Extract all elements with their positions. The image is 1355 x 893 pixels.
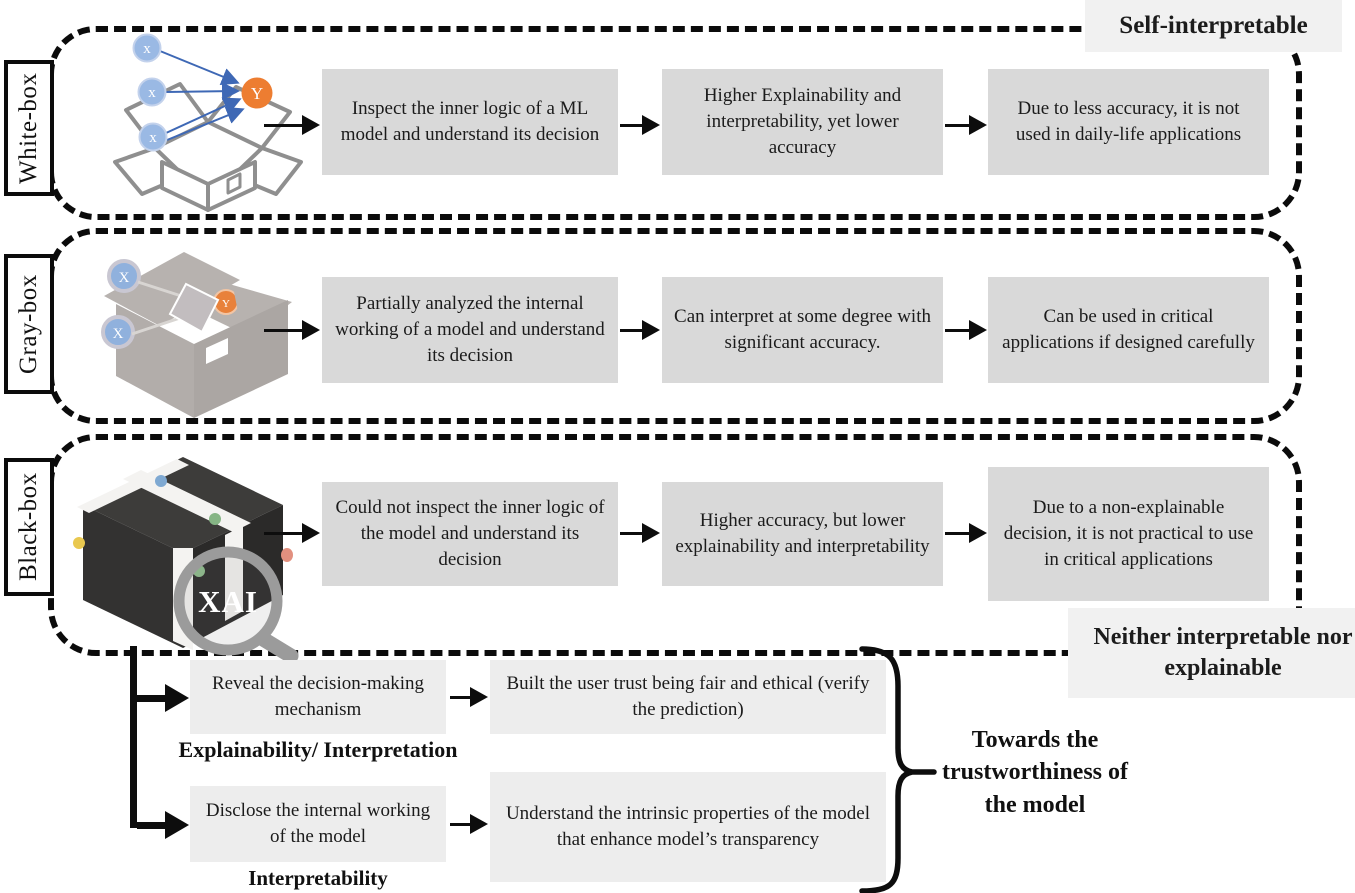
flow-label-interpretability: Interpretability	[248, 866, 388, 890]
flow-arrow	[264, 521, 320, 545]
arrow-head	[642, 115, 660, 135]
gray-box-label-patch	[206, 338, 228, 364]
arrow-line	[945, 328, 973, 332]
input-node-label: x	[149, 130, 157, 146]
step-box: Could not inspect the inner logic of the…	[322, 482, 618, 586]
step-box: Can interpret at some degree with signif…	[662, 277, 943, 383]
arrow-line	[264, 328, 306, 332]
arrow-head	[165, 811, 189, 839]
flow-arrow	[264, 113, 320, 137]
xai-label: XAI	[198, 584, 258, 619]
flow-arrow	[945, 113, 987, 137]
magnifier-icon: XAI	[173, 546, 299, 664]
arrow-head	[969, 523, 987, 543]
branch-arrow	[137, 684, 189, 712]
output-node-label: Y	[222, 298, 230, 310]
arrow-head	[642, 320, 660, 340]
gray-input-nodes: X X	[101, 259, 141, 349]
arrow-head	[969, 320, 987, 340]
arrow-line	[264, 531, 306, 535]
arrow-line	[450, 822, 474, 826]
output-node: Y	[241, 77, 273, 109]
side-label-text: Gray-box	[15, 274, 42, 374]
step-box: Partially analyzed the internal working …	[322, 277, 618, 383]
gray-box-inner-flap	[168, 282, 220, 334]
corner-tag-self-interpretable: Self-interpretable	[1085, 0, 1342, 52]
step-box: Disclose the internal working of the mod…	[190, 786, 446, 862]
arrow-line	[945, 123, 973, 127]
flow-arrow	[450, 685, 488, 709]
arrow-line	[137, 821, 171, 829]
flow-arrow	[620, 318, 660, 342]
output-node-label: Y	[251, 84, 263, 103]
black-box-xai-icon: XAI	[73, 457, 299, 664]
branch-arrow	[137, 811, 189, 839]
flow-arrow	[945, 318, 987, 342]
white-box-icon: x x x Y	[113, 33, 303, 212]
flow-label-explainability: Explainability/ Interpretation	[178, 737, 458, 762]
flow-arrow	[945, 521, 987, 545]
step-box: Higher accuracy, but lower explainabilit…	[662, 482, 943, 586]
bottom-trunk-line	[130, 646, 137, 828]
result-box: Understand the intrinsic properties of t…	[490, 772, 886, 882]
input-arrows	[159, 50, 245, 141]
arrow-head	[165, 684, 189, 712]
input-node-label: x	[143, 41, 151, 57]
input-node-label: X	[119, 270, 130, 286]
input-node-label: X	[113, 326, 124, 342]
arrow-line	[137, 694, 171, 702]
arrow-head	[302, 320, 320, 340]
arrow-line	[264, 123, 306, 127]
black-box-left-face	[83, 505, 183, 648]
arrow-line	[620, 123, 646, 127]
arrow-head	[969, 115, 987, 135]
step-box: Due to a non-explainable decision, it is…	[988, 467, 1269, 601]
side-label-gray-box: Gray-box	[4, 254, 54, 394]
brace-caption: Towards the trustworthiness of the model	[942, 727, 1128, 818]
step-box: Due to less accuracy, it is not used in …	[988, 69, 1269, 175]
arrow-line	[620, 531, 646, 535]
arrow-head	[470, 814, 488, 834]
input-node-label: x	[148, 85, 156, 101]
flow-arrow	[264, 318, 320, 342]
brace	[859, 646, 937, 893]
arrow-head	[302, 115, 320, 135]
step-box: Reveal the decision-making mechanism	[190, 660, 446, 734]
side-label-black-box: Black-box	[4, 458, 54, 596]
gray-box-rim-overlap	[234, 292, 258, 322]
corner-tag-neither-interpretable: Neither interpretable nor explainable	[1068, 608, 1355, 698]
arrow-head	[470, 687, 488, 707]
peeking-dots	[73, 475, 293, 577]
input-nodes: x x x	[132, 33, 168, 152]
result-box: Built the user trust being fair and ethi…	[490, 660, 886, 734]
step-box: Higher Explainability and interpretabili…	[662, 69, 943, 175]
gray-box-top-flap	[104, 252, 240, 326]
arrow-line	[620, 328, 646, 332]
gray-box-icon: X X Y	[101, 252, 292, 418]
brace-path	[859, 646, 937, 893]
arrow-line	[450, 695, 474, 699]
flow-arrow	[620, 113, 660, 137]
step-box: Inspect the inner logic of a ML model an…	[322, 69, 618, 175]
flow-arrow	[450, 812, 488, 836]
side-label-text: White-box	[15, 72, 42, 184]
side-label-text: Black-box	[15, 472, 42, 582]
arrow-head	[642, 523, 660, 543]
arrow-head	[302, 523, 320, 543]
step-box: Can be used in critical applications if …	[988, 277, 1269, 383]
arrow-line	[945, 531, 973, 535]
flow-arrow	[620, 521, 660, 545]
side-label-white-box: White-box	[4, 60, 54, 196]
